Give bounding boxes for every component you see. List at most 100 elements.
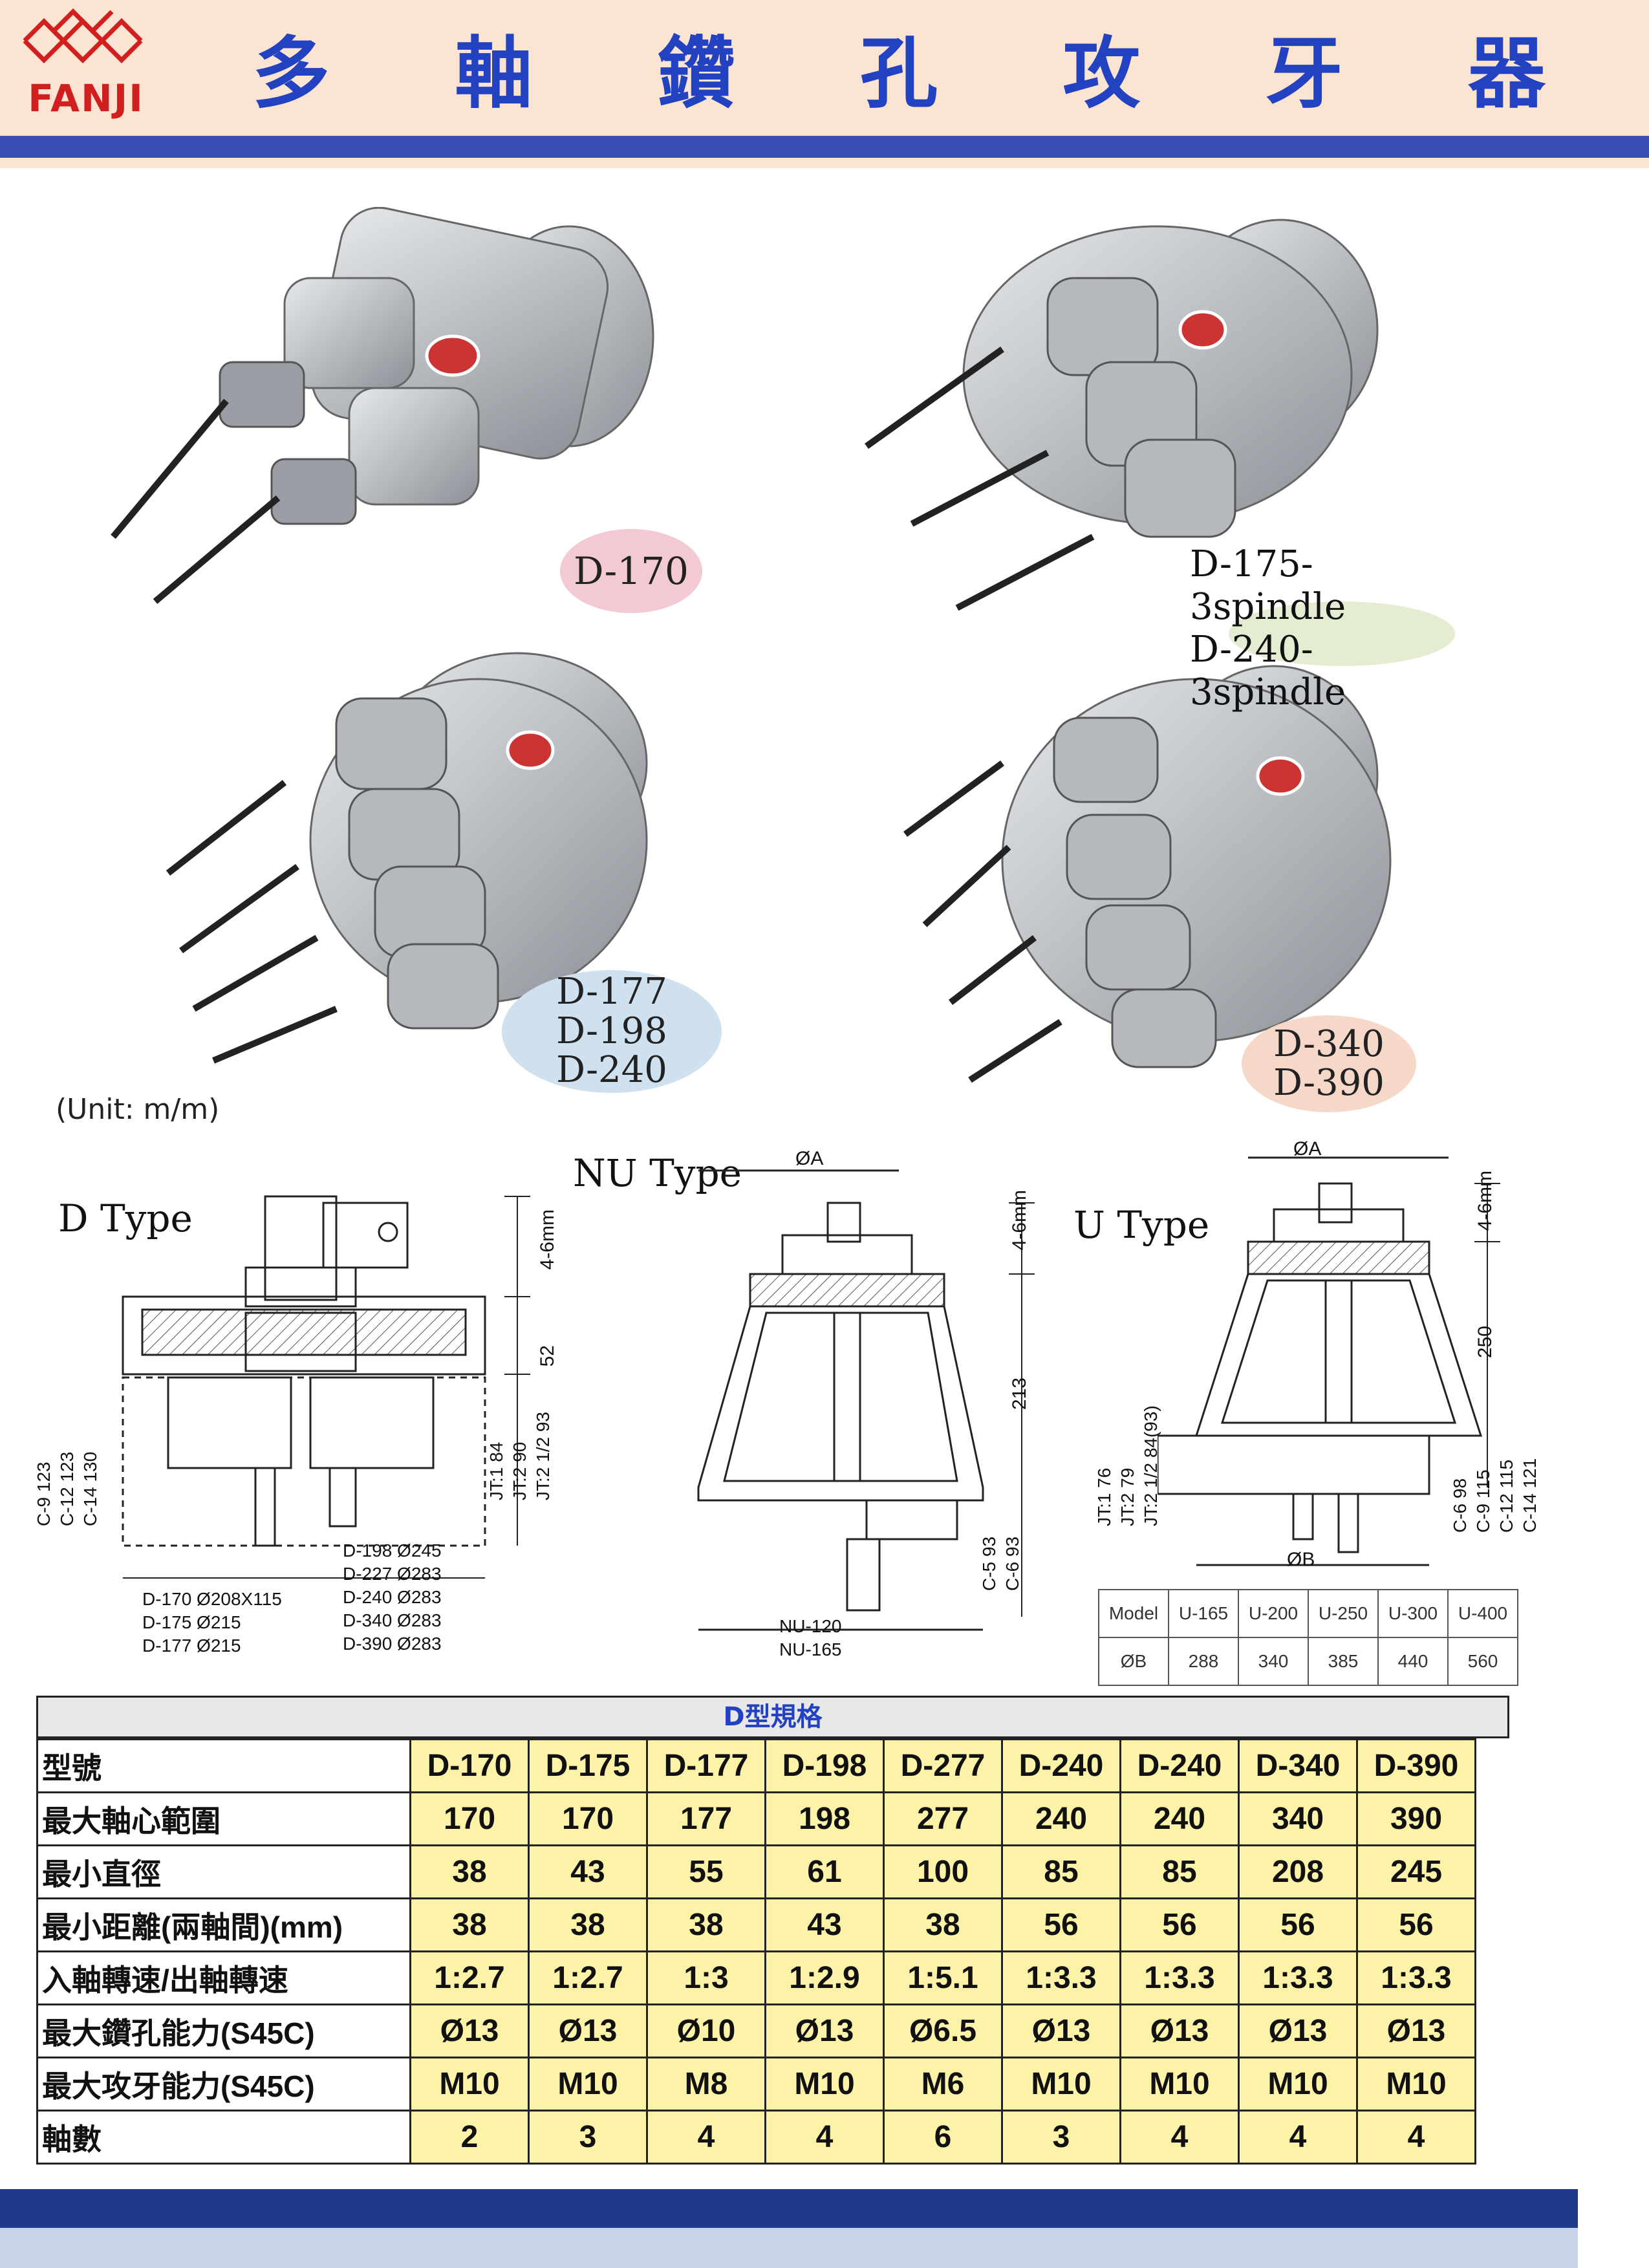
- table-cell: D-175: [528, 1738, 648, 1793]
- table-cell: D-390: [1356, 1738, 1476, 1793]
- table-cell: D-340: [1238, 1738, 1358, 1793]
- table-cell: Ø13: [528, 2003, 648, 2058]
- product-label-line: D-390: [1273, 1062, 1385, 1104]
- row-label: 入軸轉速/出軸轉速: [36, 1950, 411, 2005]
- dim-line: JT:1 84: [486, 1442, 506, 1500]
- d-type-label: D Type: [58, 1196, 193, 1240]
- dim-line: C-14 130: [80, 1451, 100, 1526]
- table-cell: 277: [883, 1791, 1003, 1846]
- title-char: 軸: [455, 29, 533, 119]
- product-label-d170: D-170: [560, 529, 702, 613]
- table-cell: 1:3: [646, 1950, 766, 2005]
- table-cell: Ø13: [1001, 2003, 1121, 2058]
- nu-type-dia: ØA: [795, 1148, 824, 1169]
- table-cell: 4: [1356, 2110, 1476, 2165]
- table-cell: Ø13: [764, 2003, 885, 2058]
- dim-line: D-340 Ø283: [343, 1610, 442, 1630]
- table-cell: 38: [528, 1897, 648, 1952]
- table-cell: D-170: [409, 1738, 530, 1793]
- dim-line: C-5 93: [979, 1536, 999, 1591]
- table-cell: 1:3.3: [1356, 1950, 1476, 2005]
- d-type-dim-mid: 52: [537, 1345, 558, 1367]
- table-cell: 340: [1238, 1791, 1358, 1846]
- dim-line: D-170 Ø208X115: [142, 1589, 282, 1609]
- d-type-jt-dims: JT:1 84 JT:2 90 JT:2 1/2 93: [485, 1412, 555, 1500]
- table-cell: 177: [646, 1791, 766, 1846]
- dim-line: JT:2 1/2 84(93): [1141, 1405, 1161, 1526]
- table-cell: 6: [883, 2110, 1003, 2165]
- unit-note: (Unit: m/m): [56, 1093, 220, 1126]
- table-cell: Ø10: [646, 2003, 766, 2058]
- table-cell: 38: [646, 1897, 766, 1952]
- product-label-d177: D-177 D-198 D-240: [502, 970, 722, 1093]
- table-cell: 38: [409, 1844, 530, 1899]
- product-photo-d170: [111, 207, 654, 604]
- table-cell: M10: [1119, 2057, 1240, 2111]
- table-cell: 1:3.3: [1238, 1950, 1358, 2005]
- table-cell: 56: [1119, 1897, 1240, 1952]
- product-label-line: D-175-3spindle: [1190, 543, 1346, 629]
- nu-type-dim-mid: 213: [1009, 1377, 1030, 1410]
- table-cell: 61: [764, 1844, 885, 1899]
- product-label-line: D-177: [556, 971, 667, 1013]
- title-char: 攻: [1062, 29, 1141, 119]
- d-type-c-dims: C-9 123 C-12 123 C-14 130: [32, 1436, 102, 1526]
- table-cell: 55: [646, 1844, 766, 1899]
- dim-line: C-6 98: [1450, 1478, 1470, 1533]
- table-cell: 4: [764, 2110, 885, 2165]
- dim-line: D-240 Ø283: [343, 1587, 442, 1607]
- title-char: 牙: [1265, 29, 1343, 119]
- title-char: 器: [1467, 29, 1546, 119]
- table-cell: 288: [1168, 1637, 1239, 1686]
- d-type-dim-top: 4-6mm: [537, 1209, 558, 1270]
- product-photo-d175-3spindle: [865, 219, 1379, 611]
- table-cell: Ø13: [1119, 2003, 1240, 2058]
- table-cell: 240: [1119, 1791, 1240, 1846]
- product-label-d340: D-340 D-390: [1242, 1015, 1416, 1112]
- header-divider-bar: [0, 136, 1649, 158]
- table-cell: U-250: [1308, 1589, 1379, 1638]
- dim-line: D-227 Ø283: [343, 1564, 442, 1584]
- table-cell: M10: [1238, 2057, 1358, 2111]
- nu-type-label: NU Type: [573, 1151, 742, 1195]
- dim-line: C-9 115: [1473, 1469, 1493, 1533]
- table-cell: D-277: [883, 1738, 1003, 1793]
- table-cell: 170: [409, 1791, 530, 1846]
- table-cell: 85: [1119, 1844, 1240, 1899]
- nu-type-model-list: NU-120 NU-165: [779, 1615, 841, 1661]
- table-cell: 390: [1356, 1791, 1476, 1846]
- dim-line: C-12 123: [57, 1451, 77, 1526]
- table-cell: 2: [409, 2110, 530, 2165]
- table-cell: 38: [409, 1897, 530, 1952]
- table-cell: 4: [1238, 2110, 1358, 2165]
- dim-line: NU-165: [779, 1639, 842, 1659]
- row-label: 最大鑽孔能力(S45C): [36, 2003, 411, 2058]
- row-label: 最小直徑: [36, 1844, 411, 1899]
- table-cell: 85: [1001, 1844, 1121, 1899]
- title-char: 孔: [859, 29, 938, 119]
- nu-type-c-dims: C-5 93 C-6 93: [978, 1533, 1024, 1591]
- table-cell: 56: [1001, 1897, 1121, 1952]
- table-cell: Model: [1098, 1589, 1169, 1638]
- table-cell: 56: [1356, 1897, 1476, 1952]
- footer-bar: [0, 2189, 1578, 2228]
- table-cell: 1:5.1: [883, 1950, 1003, 2005]
- table-cell: 560: [1447, 1637, 1518, 1686]
- table-cell: D-240: [1001, 1738, 1121, 1793]
- u-type-dim-top: 4-6mm: [1474, 1171, 1496, 1231]
- u-type-jt-dims: JT:1 76 JT:2 79 JT:2 1/2 84(93): [1093, 1397, 1163, 1526]
- row-label: 軸數: [36, 2110, 411, 2165]
- table-cell: 38: [883, 1897, 1003, 1952]
- table-cell: 385: [1308, 1637, 1379, 1686]
- table-cell: ØB: [1098, 1637, 1169, 1686]
- dim-line: NU-120: [779, 1616, 842, 1636]
- dim-line: D-177 Ø215: [142, 1636, 241, 1656]
- table-cell: Ø13: [1238, 2003, 1358, 2058]
- u-type-dim-mid: 250: [1474, 1326, 1496, 1359]
- table-row: ØB 288 340 385 440 560: [1098, 1637, 1518, 1686]
- u-type-dia-top: ØA: [1293, 1138, 1322, 1160]
- row-label: 最小距離(兩軸間)(mm): [36, 1897, 411, 1952]
- page-title: 多 軸 鑽 孔 攻 牙 器: [252, 26, 1546, 123]
- fanji-logo-icon: [23, 8, 143, 63]
